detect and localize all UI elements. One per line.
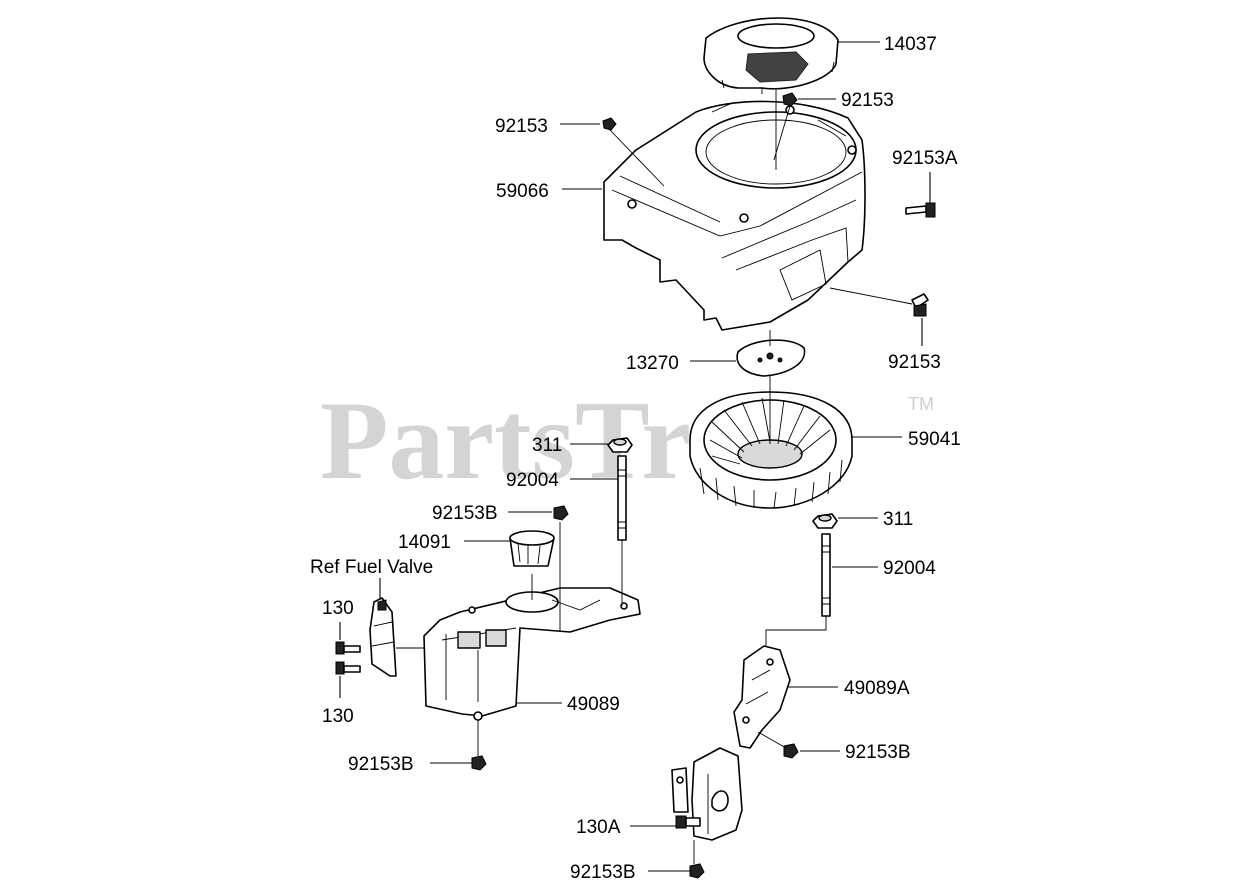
callout-labels: 14037 92153 92153 92153A 59066 92153 132… [310, 34, 961, 883]
exploded-lines [396, 90, 913, 864]
callout-92153A: 92153A [892, 148, 958, 169]
watermark-trademark: TM [908, 394, 934, 414]
callout-92004-left: 92004 [506, 470, 559, 491]
callout-311-right: 311 [883, 509, 913, 530]
part-14091-collar [509, 530, 555, 567]
part-49089A-lower-cover [671, 747, 743, 841]
part-13270-plate [736, 339, 806, 377]
callout-49089: 49089 [567, 694, 620, 715]
part-311-nut-right [812, 513, 838, 529]
part-92153-bolt-top-left [602, 117, 617, 131]
part-ref-fuel-valve-bracket [369, 597, 397, 677]
callout-92153-right: 92153 [888, 352, 941, 373]
callout-92004-right: 92004 [883, 558, 936, 579]
callout-92153B-bottom: 92153B [570, 862, 636, 883]
part-92153B-bolt-left-bottom [471, 755, 487, 771]
part-130-screw-lower [335, 661, 361, 675]
callout-311-left: 311 [532, 435, 562, 456]
callout-13270: 13270 [626, 353, 679, 374]
part-92153B-bolt-bottom [689, 863, 705, 879]
callout-92153-top-left: 92153 [495, 116, 548, 137]
part-59066-blower-housing [603, 100, 866, 331]
callout-130A: 130A [576, 817, 621, 838]
part-130A-screw [675, 815, 701, 829]
part-311-nut-left [607, 437, 633, 453]
callout-49089A: 49089A [844, 678, 910, 699]
part-92153A-bolt [905, 202, 936, 218]
callout-59066: 59066 [496, 181, 549, 202]
part-59041-fan [689, 391, 853, 509]
part-92153-bolt-top-center [782, 92, 798, 107]
callout-92153B-upper: 92153B [432, 503, 498, 524]
part-92004-stud-left [617, 455, 627, 541]
part-92153B-bolt-right-mid [783, 743, 799, 759]
callout-14037: 14037 [884, 34, 937, 55]
callout-14091: 14091 [398, 532, 451, 553]
part-92153B-bolt-upper [553, 505, 569, 521]
callout-92153B-right-mid: 92153B [845, 742, 911, 763]
callout-130-upper: 130 [322, 598, 354, 619]
part-49089A-baffle [733, 645, 791, 749]
callout-ref-fuel-valve: Ref Fuel Valve [310, 557, 433, 578]
part-49089-baffle [423, 587, 641, 721]
part-14037-cover [703, 17, 839, 94]
leader-lines [339, 41, 931, 872]
part-92004-stud-right [821, 533, 831, 617]
part-92153-bolt-right [911, 293, 929, 317]
part-130-screw-upper [335, 641, 361, 655]
callout-92153B-left-bottom: 92153B [348, 754, 414, 775]
callout-59041: 59041 [908, 429, 961, 450]
callout-130-lower: 130 [322, 706, 354, 727]
callout-92153-top-center: 92153 [841, 90, 894, 111]
